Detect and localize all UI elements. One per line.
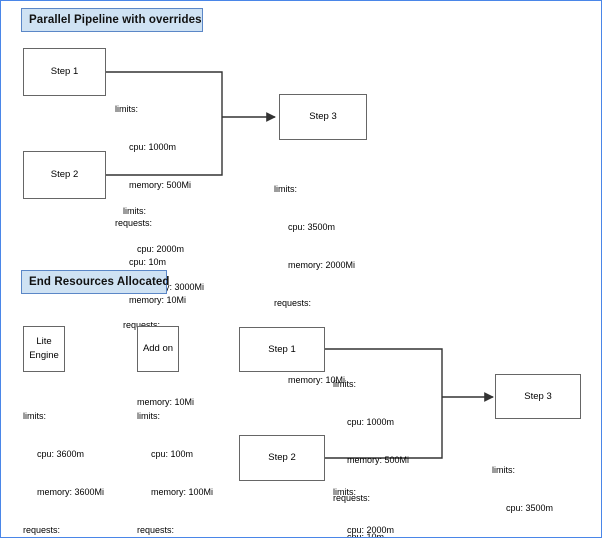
limits-label: limits: (274, 183, 297, 194)
limits-memory: memory: 100Mi (151, 487, 214, 498)
node-label: Step 2 (268, 452, 296, 464)
node-label: Step 3 (524, 390, 552, 402)
limits-label: limits: (123, 205, 146, 216)
resources-step1: limits: cpu: 1000m memory: 500Mi request… (115, 77, 191, 332)
limits-label: limits: (23, 410, 46, 421)
node-b-step1[interactable]: Step 1 (239, 327, 325, 372)
resources-b-step3: limits: cpu: 3500m memory: 2000Mi reques… (492, 438, 573, 537)
section-header-label: End Resources Allocated (29, 276, 170, 288)
node-b-step2[interactable]: Step 2 (239, 435, 325, 481)
resources-b-step2: limits: cpu: 2000m memory: 3000Mi reques… (333, 460, 414, 537)
node-label: Step 1 (268, 343, 296, 355)
limits-memory: memory: 500Mi (129, 180, 192, 191)
node-lite-engine[interactable]: Lite Engine (23, 326, 65, 372)
requests-label: requests: (23, 525, 61, 536)
requests-label: requests: (123, 319, 204, 332)
limits-cpu: cpu: 1000m (347, 416, 395, 427)
node-label: Add on (142, 343, 174, 355)
limits-cpu: cpu: 3500m (506, 502, 554, 513)
node-label: Step 2 (50, 169, 79, 181)
requests-cpu: cpu: 10m (347, 531, 385, 538)
node-label: Lite Engine (29, 336, 59, 361)
limits-cpu: cpu: 2000m (347, 524, 395, 535)
limits-memory: memory: 3600Mi (37, 487, 105, 498)
limits-cpu: cpu: 100m (151, 448, 194, 459)
limits-cpu: cpu: 3600m (37, 448, 85, 459)
limits-memory: memory: 500Mi (347, 455, 410, 466)
limits-label: limits: (492, 464, 515, 475)
requests-cpu: cpu: 10m (129, 256, 167, 267)
limits-memory: memory: 2000Mi (288, 260, 356, 271)
section-header-parallel-pipeline: Parallel Pipeline with overrides (21, 8, 203, 32)
resources-b-step1: limits: cpu: 1000m memory: 500Mi request… (333, 352, 410, 538)
resources-add-on: limits: cpu: 100m memory: 100Mi requests… (137, 384, 214, 537)
requests-label: requests: (333, 493, 371, 504)
requests-label: requests: (115, 218, 153, 229)
node-label: Step 1 (50, 66, 79, 78)
node-step3[interactable]: Step 3 (279, 94, 367, 140)
section-header-label: Parallel Pipeline with overrides (29, 14, 202, 26)
section-header-end-resources: End Resources Allocated (21, 270, 170, 294)
node-step1[interactable]: Step 1 (23, 48, 106, 96)
resources-lite-engine: limits: cpu: 3600m memory: 3600Mi reques… (23, 384, 105, 537)
limits-label: limits: (115, 103, 138, 114)
requests-memory: memory: 10Mi (137, 397, 195, 408)
node-b-step3[interactable]: Step 3 (495, 374, 581, 419)
node-label: Step 3 (309, 111, 337, 123)
requests-label: requests: (274, 298, 312, 309)
node-step2[interactable]: Step 2 (23, 151, 106, 199)
limits-cpu: cpu: 1000m (129, 141, 177, 152)
limits-label: limits: (333, 378, 356, 389)
limits-label: limits: (137, 410, 160, 421)
limits-label: limits: (333, 486, 356, 497)
limits-cpu: cpu: 3500m (288, 221, 336, 232)
node-add-on[interactable]: Add on (137, 326, 179, 372)
requests-memory: memory: 10Mi (129, 295, 187, 306)
limits-cpu: cpu: 2000m (137, 243, 185, 254)
requests-label: requests: (137, 525, 175, 536)
